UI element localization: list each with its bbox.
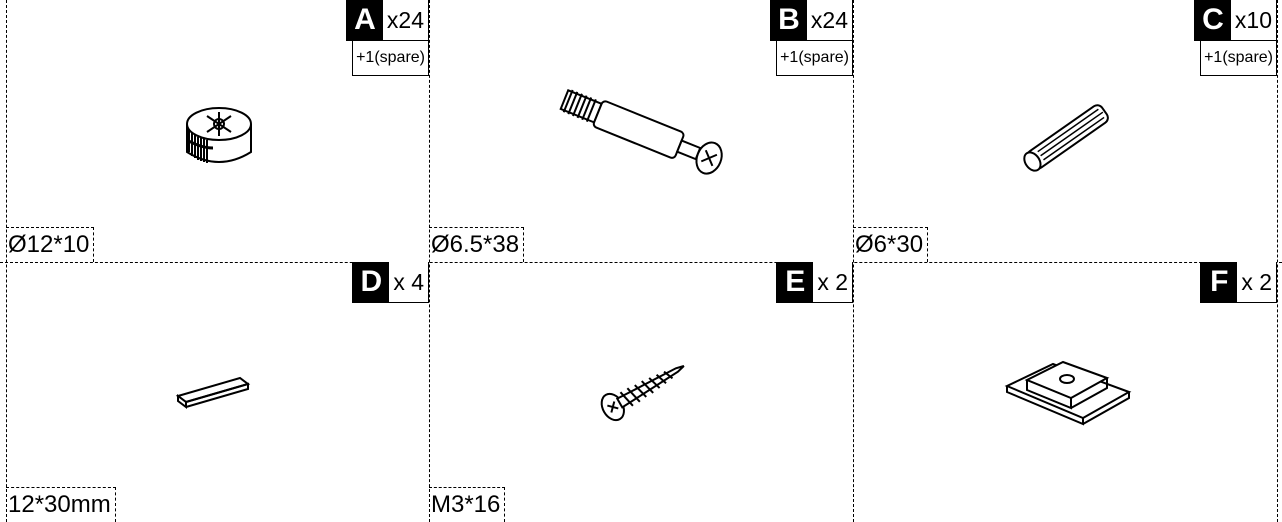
- part-dimension: Ø6*30: [853, 227, 929, 262]
- part-cell-d: D x 4 12*30mm: [6, 262, 429, 522]
- part-cell-b: B x24 +1(spare) Ø6.5*38: [429, 0, 853, 262]
- wooden-dowel-icon: [1023, 104, 1109, 172]
- part-dimension: 12*30mm: [6, 487, 116, 522]
- part-cell-c: C x10 +1(spare) Ø6*30: [853, 0, 1277, 262]
- part-letter: F: [1201, 262, 1238, 302]
- part-letter: E: [777, 262, 814, 302]
- part-letter: D: [353, 262, 390, 302]
- part-badge: C x10: [1193, 0, 1277, 41]
- part-badge: F x 2: [1200, 262, 1277, 303]
- part-letter: B: [770, 0, 807, 40]
- part-spare: +1(spare): [1200, 40, 1277, 76]
- part-quantity: x24: [810, 7, 848, 33]
- part-quantity: x 4: [393, 269, 424, 295]
- grid-line: [853, 0, 854, 522]
- grid-line: [1277, 0, 1278, 522]
- part-badge: E x 2: [776, 262, 853, 303]
- part-cell-f: F x 2: [853, 262, 1277, 522]
- part-letter: C: [1194, 0, 1231, 40]
- part-spare: +1(spare): [776, 40, 853, 76]
- bracket-clip-icon: [1004, 360, 1132, 426]
- part-cell-e: E x 2 M3*16: [429, 262, 853, 522]
- grid-line: [6, 0, 7, 522]
- part-quantity: x10: [1234, 7, 1272, 33]
- cam-bolt-icon: [559, 89, 723, 175]
- grid-line: [429, 0, 430, 522]
- part-badge: B x24: [769, 0, 853, 41]
- part-badge: A x24: [345, 0, 429, 41]
- part-quantity: x 2: [1241, 269, 1272, 295]
- felt-pad-icon: [175, 376, 251, 409]
- grid-line: [0, 262, 1282, 263]
- part-letter: A: [346, 0, 383, 40]
- part-cell-a: A x24 +1(spare) Ø12*10: [6, 0, 429, 262]
- cam-lock-nut-icon: [186, 107, 252, 163]
- screw-icon: [600, 365, 685, 422]
- part-badge: D x 4: [352, 262, 429, 303]
- part-quantity: x 2: [817, 269, 848, 295]
- part-dimension: Ø6.5*38: [429, 227, 525, 262]
- part-spare: +1(spare): [352, 40, 429, 76]
- part-dimension: M3*16: [429, 487, 506, 522]
- part-quantity: x24: [386, 7, 424, 33]
- part-dimension: Ø12*10: [6, 227, 95, 262]
